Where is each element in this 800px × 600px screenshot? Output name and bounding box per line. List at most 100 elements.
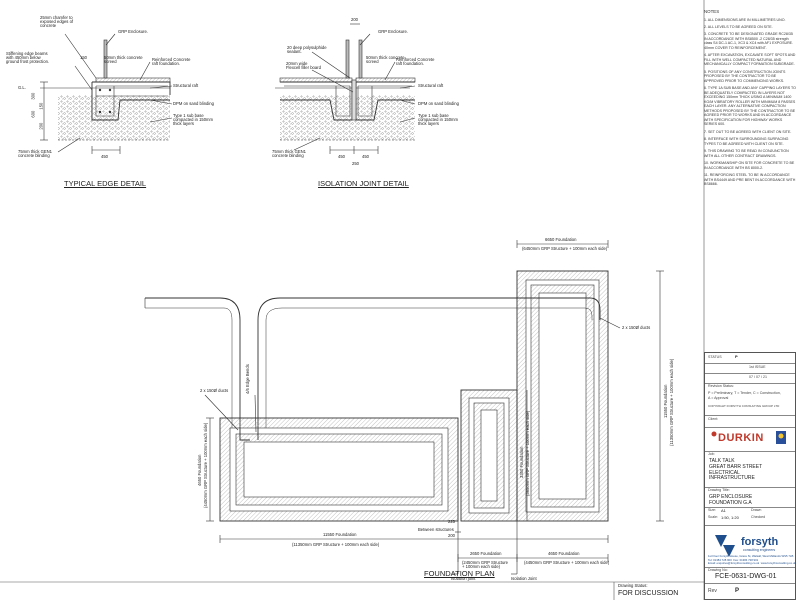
rev-label: Rev <box>708 588 717 594</box>
checked-label: Checked <box>751 515 766 519</box>
label-iso-450b: 450 <box>362 154 369 159</box>
copyright: COPYRIGHT FORSYTH CONSULTING GROUP LTD <box>708 404 780 408</box>
typical-edge-title: TYPICAL EDGE DETAIL <box>64 179 147 188</box>
label-blinding-iso: 75mm thick GEN1 concrete blinding <box>272 149 306 159</box>
note-item: 7. SET OUT TO BE AGREED WITH CLIENT ON S… <box>704 129 792 134</box>
drawing-title: GRP ENCLOSURE FOUNDATION G.A <box>709 494 753 506</box>
plan-iso1: Isolation joint <box>451 576 476 581</box>
label-gl: G.L. <box>18 85 26 90</box>
label-dpm: DPM on sand blinding <box>173 101 214 106</box>
client-name: DURKIN <box>718 432 764 444</box>
plan-mid-dim2: (3650mm GRP Structure + 100mm each side) <box>525 410 530 496</box>
plan-d4650: 4650 Foundation <box>548 551 580 556</box>
notes-header: NOTES <box>704 9 720 14</box>
plan-bottom-total2: (11350mm GRP Structure + 100mm each side… <box>292 542 380 547</box>
rev-value: P <box>735 588 740 594</box>
drawn-label: Drawn <box>751 508 762 512</box>
note-item: 5. POSITIONS OF ANY CONSTRUCTION JOINTS … <box>704 69 786 83</box>
plan-left-dim: 4650 Foundation <box>197 454 202 486</box>
label-reinforced: Reinforced Concrete raft foundation. <box>152 57 191 67</box>
isolation-joint-title: ISOLATION JOINT DETAIL <box>318 179 409 188</box>
plan-bottom-total: 11550 Foundation <box>323 532 357 537</box>
foundation-plan <box>144 240 664 575</box>
note-item: 8. INTERFACE WITH SURROUNDING SURFACING … <box>704 137 789 146</box>
plan-dim-225: 225 <box>448 519 455 524</box>
label-dim-150v: 150 <box>38 102 44 110</box>
label-reinforced-iso: Reinforced Concrete raft foundation. <box>396 57 435 67</box>
isolation-joint-detail <box>275 23 416 154</box>
label-iso-450a: 450 <box>338 154 345 159</box>
size-value: A1 <box>721 508 726 513</box>
label-raft-iso: Structural raft <box>418 83 444 88</box>
plan-iso2: Isolation Joint <box>511 576 537 581</box>
plan-bends: 4/6 Edge Bends <box>245 364 250 394</box>
note-item: 4. AFTER EXCAVATION, EXCAVATE SOFT SPOTS… <box>704 53 796 67</box>
note-item: 2. ALL LEVELS TO BE AGREED ON SITE. <box>704 24 773 29</box>
plan-top-dim: 6650 Foundation <box>545 237 577 242</box>
job-label: Job: <box>708 452 715 456</box>
company-address: 1st Floor Forsyth House, Grace St, Walsa… <box>708 554 796 566</box>
plan-d4650b: (4450mm GRP Structure + 100mm each side) <box>524 560 610 565</box>
plan-between: Between structures <box>418 527 454 532</box>
label-stiffening: Stiffening edge beams with 450mm below g… <box>6 51 50 65</box>
note-item: 3. CONCRETE TO BE DESIGNATED GRADE RC28/… <box>704 32 794 50</box>
revision-codes: P = Preliminary, T = Tender, C = Constru… <box>708 391 781 400</box>
drawing-number: FCE-0631-DWG-01 <box>715 573 777 580</box>
label-screed-iso: 50mm thick concrete screed <box>366 55 405 65</box>
revision-status-label: Revision Status: <box>708 384 734 388</box>
status-value: P <box>735 354 738 359</box>
plan-ducts-right: 2 x 150Ø ducts <box>622 325 651 330</box>
job-name: TALK TALK GREAT BARR STREET ELECTRICAL I… <box>709 458 763 482</box>
label-chamfer: 25mm chamfer to exposed edges of concret… <box>40 15 74 29</box>
plan-right-dim: 11550 Foundation <box>663 384 668 418</box>
label-sealant: 20 deep polysulphide sealant. <box>287 45 327 55</box>
label-screed: 50mm thick concrete screed <box>104 55 143 65</box>
forsyth-mark-icon <box>715 535 735 557</box>
company-name: forsyth <box>741 536 779 548</box>
label-dim-450: 450 <box>101 154 108 159</box>
title-block: STATUS P 1st ISSUE 07 / 07 / 21 Revision… <box>704 352 796 600</box>
durkin-logo: DURKIN <box>710 430 788 446</box>
status-label: STATUS <box>708 355 722 359</box>
issue-date: 07 / 07 / 21 <box>749 375 767 379</box>
label-dim-300: 300 <box>30 92 36 100</box>
forsyth-logo: forsyth consulting engineers <box>705 529 797 559</box>
drawing-status-label: Drawing Status: <box>618 583 648 588</box>
label-dim-150: 150 <box>80 55 87 60</box>
drawing-title-label: Drawing Title: <box>708 488 730 492</box>
label-type1-iso: Type 1 sub base compacted in 150mm thick… <box>418 113 459 127</box>
client-label: Client: <box>708 417 719 421</box>
label-filler: 20mm wide Flexcell filler board <box>286 61 321 71</box>
plan-d2650: 2650 Foundation <box>470 551 502 556</box>
size-label: Size: <box>708 508 716 512</box>
note-item: 1. ALL DIMENSIONS ARE IN MILLIMETRES UNO… <box>704 17 786 22</box>
typical-edge-detail <box>40 33 173 154</box>
plan-top-dim2: (6450mm GRP Structure + 100mm each side) <box>522 246 608 251</box>
plan-left-dim2: (4450mm GRP Structure + 100mm each side) <box>203 422 208 508</box>
note-item: 10. WORKMANSHIP ON SITE FOR CONCRETE TO … <box>704 161 795 170</box>
note-item: 6. TYPE 1A SUB BASE AND ANY CAPPING LAYE… <box>704 86 796 127</box>
label-dim-600: 600 <box>30 110 36 118</box>
plan-d2650b: (2450mm GRP Structure + 100mm each side) <box>462 560 509 570</box>
label-grp-enclosure: GRP Enclosure. <box>118 29 148 34</box>
foundation-plan-title: FOUNDATION PLAN <box>424 569 495 578</box>
scale-value: 1:50, 1:20 <box>721 515 739 520</box>
label-dim-200-iso: 200 <box>351 17 358 22</box>
note-item: 11. REINFORCING STEEL TO BE IN ACCORDANC… <box>704 173 796 187</box>
general-notes: NOTES 1. ALL DIMENSIONS ARE IN MILLIMETR… <box>704 9 796 190</box>
label-blinding: 75mm thick GEN1 concrete blinding <box>18 149 52 159</box>
note-item: 9. THIS DRAWING TO BE READ IN CONJUNCTIO… <box>704 149 789 158</box>
label-iso-250: 250 <box>352 161 359 166</box>
scale-label: Scale: <box>708 515 718 519</box>
drawing-no-label: Drawing No: <box>708 568 728 572</box>
drawing-status: FOR DISCUSSION <box>618 590 679 597</box>
plan-right-dim2: (11350mm GRP Structure + 100mm each side… <box>669 358 674 446</box>
label-dim-200: 200 <box>38 122 44 130</box>
issue-label: 1st ISSUE <box>749 365 766 369</box>
label-type1: Type 1 sub base compacted in 150mm thick… <box>173 113 214 127</box>
label-grp-iso: GRP Enclosure. <box>378 29 408 34</box>
label-dpm-iso: DPM on sand blinding <box>418 101 459 106</box>
plan-ducts-left: 2 x 150Ø ducts <box>200 388 229 393</box>
plan-mid-dim: 3350 Foundation <box>519 446 524 478</box>
